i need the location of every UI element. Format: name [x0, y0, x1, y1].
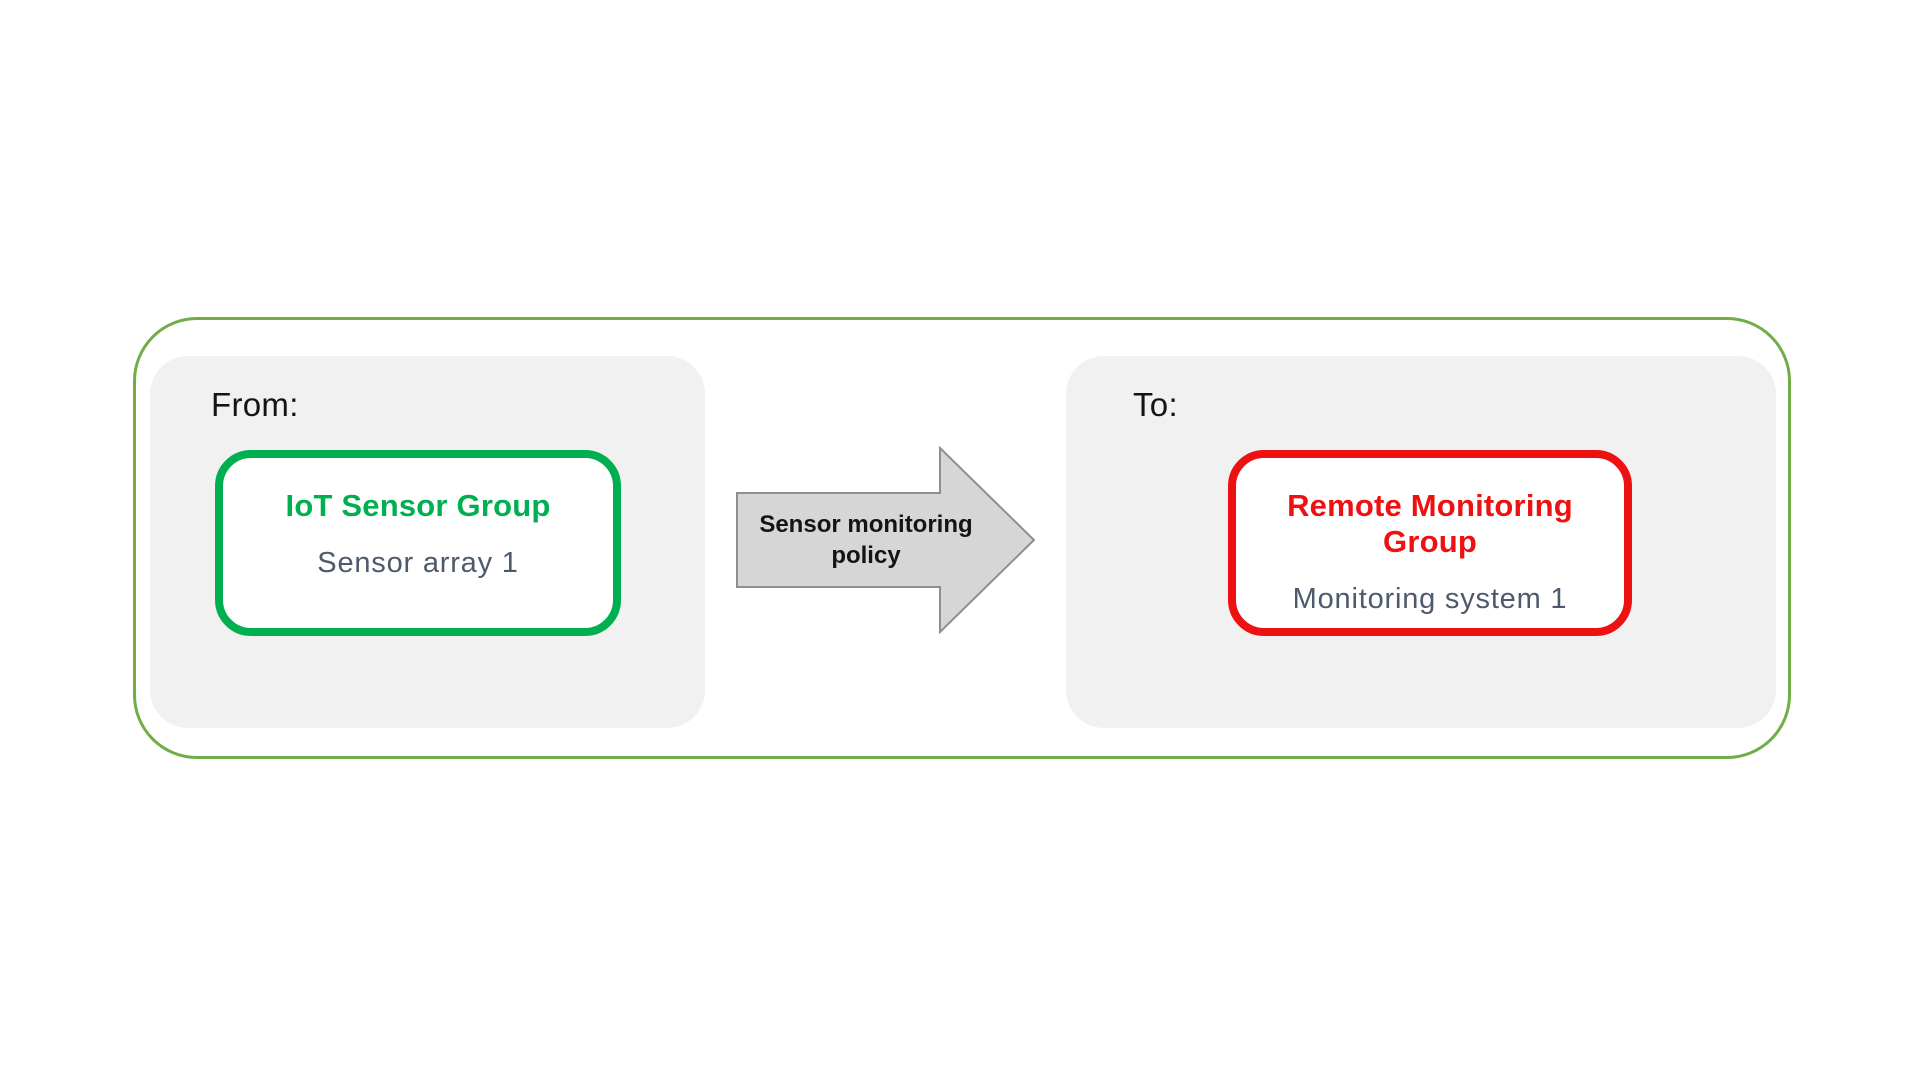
to-node-subtitle: Monitoring system 1: [1292, 583, 1568, 615]
policy-arrow-label: Sensor monitoring policy: [740, 446, 992, 634]
from-panel: From: IoT Sensor Group Sensor array 1: [150, 356, 705, 728]
policy-arrow-label-line1: Sensor monitoring: [759, 511, 973, 538]
from-node-title: IoT Sensor Group: [285, 488, 551, 523]
to-node-title: Remote Monitoring Group: [1287, 488, 1573, 559]
to-label: To:: [1133, 386, 1178, 423]
policy-arrow-label-line2: policy: [831, 542, 901, 569]
iot-sensor-group-node: IoT Sensor Group Sensor array 1: [215, 450, 621, 636]
from-label: From:: [211, 386, 299, 423]
to-panel: To: Remote Monitoring Group Monitoring s…: [1066, 356, 1776, 728]
right-arrow-shape-icon: [736, 446, 1036, 634]
remote-monitoring-group-node: Remote Monitoring Group Monitoring syste…: [1228, 450, 1632, 636]
policy-arrow: Sensor monitoring policy: [736, 446, 1036, 634]
policy-diagram-container: From: IoT Sensor Group Sensor array 1 Se…: [133, 317, 1791, 759]
from-node-subtitle: Sensor array 1: [317, 547, 519, 579]
